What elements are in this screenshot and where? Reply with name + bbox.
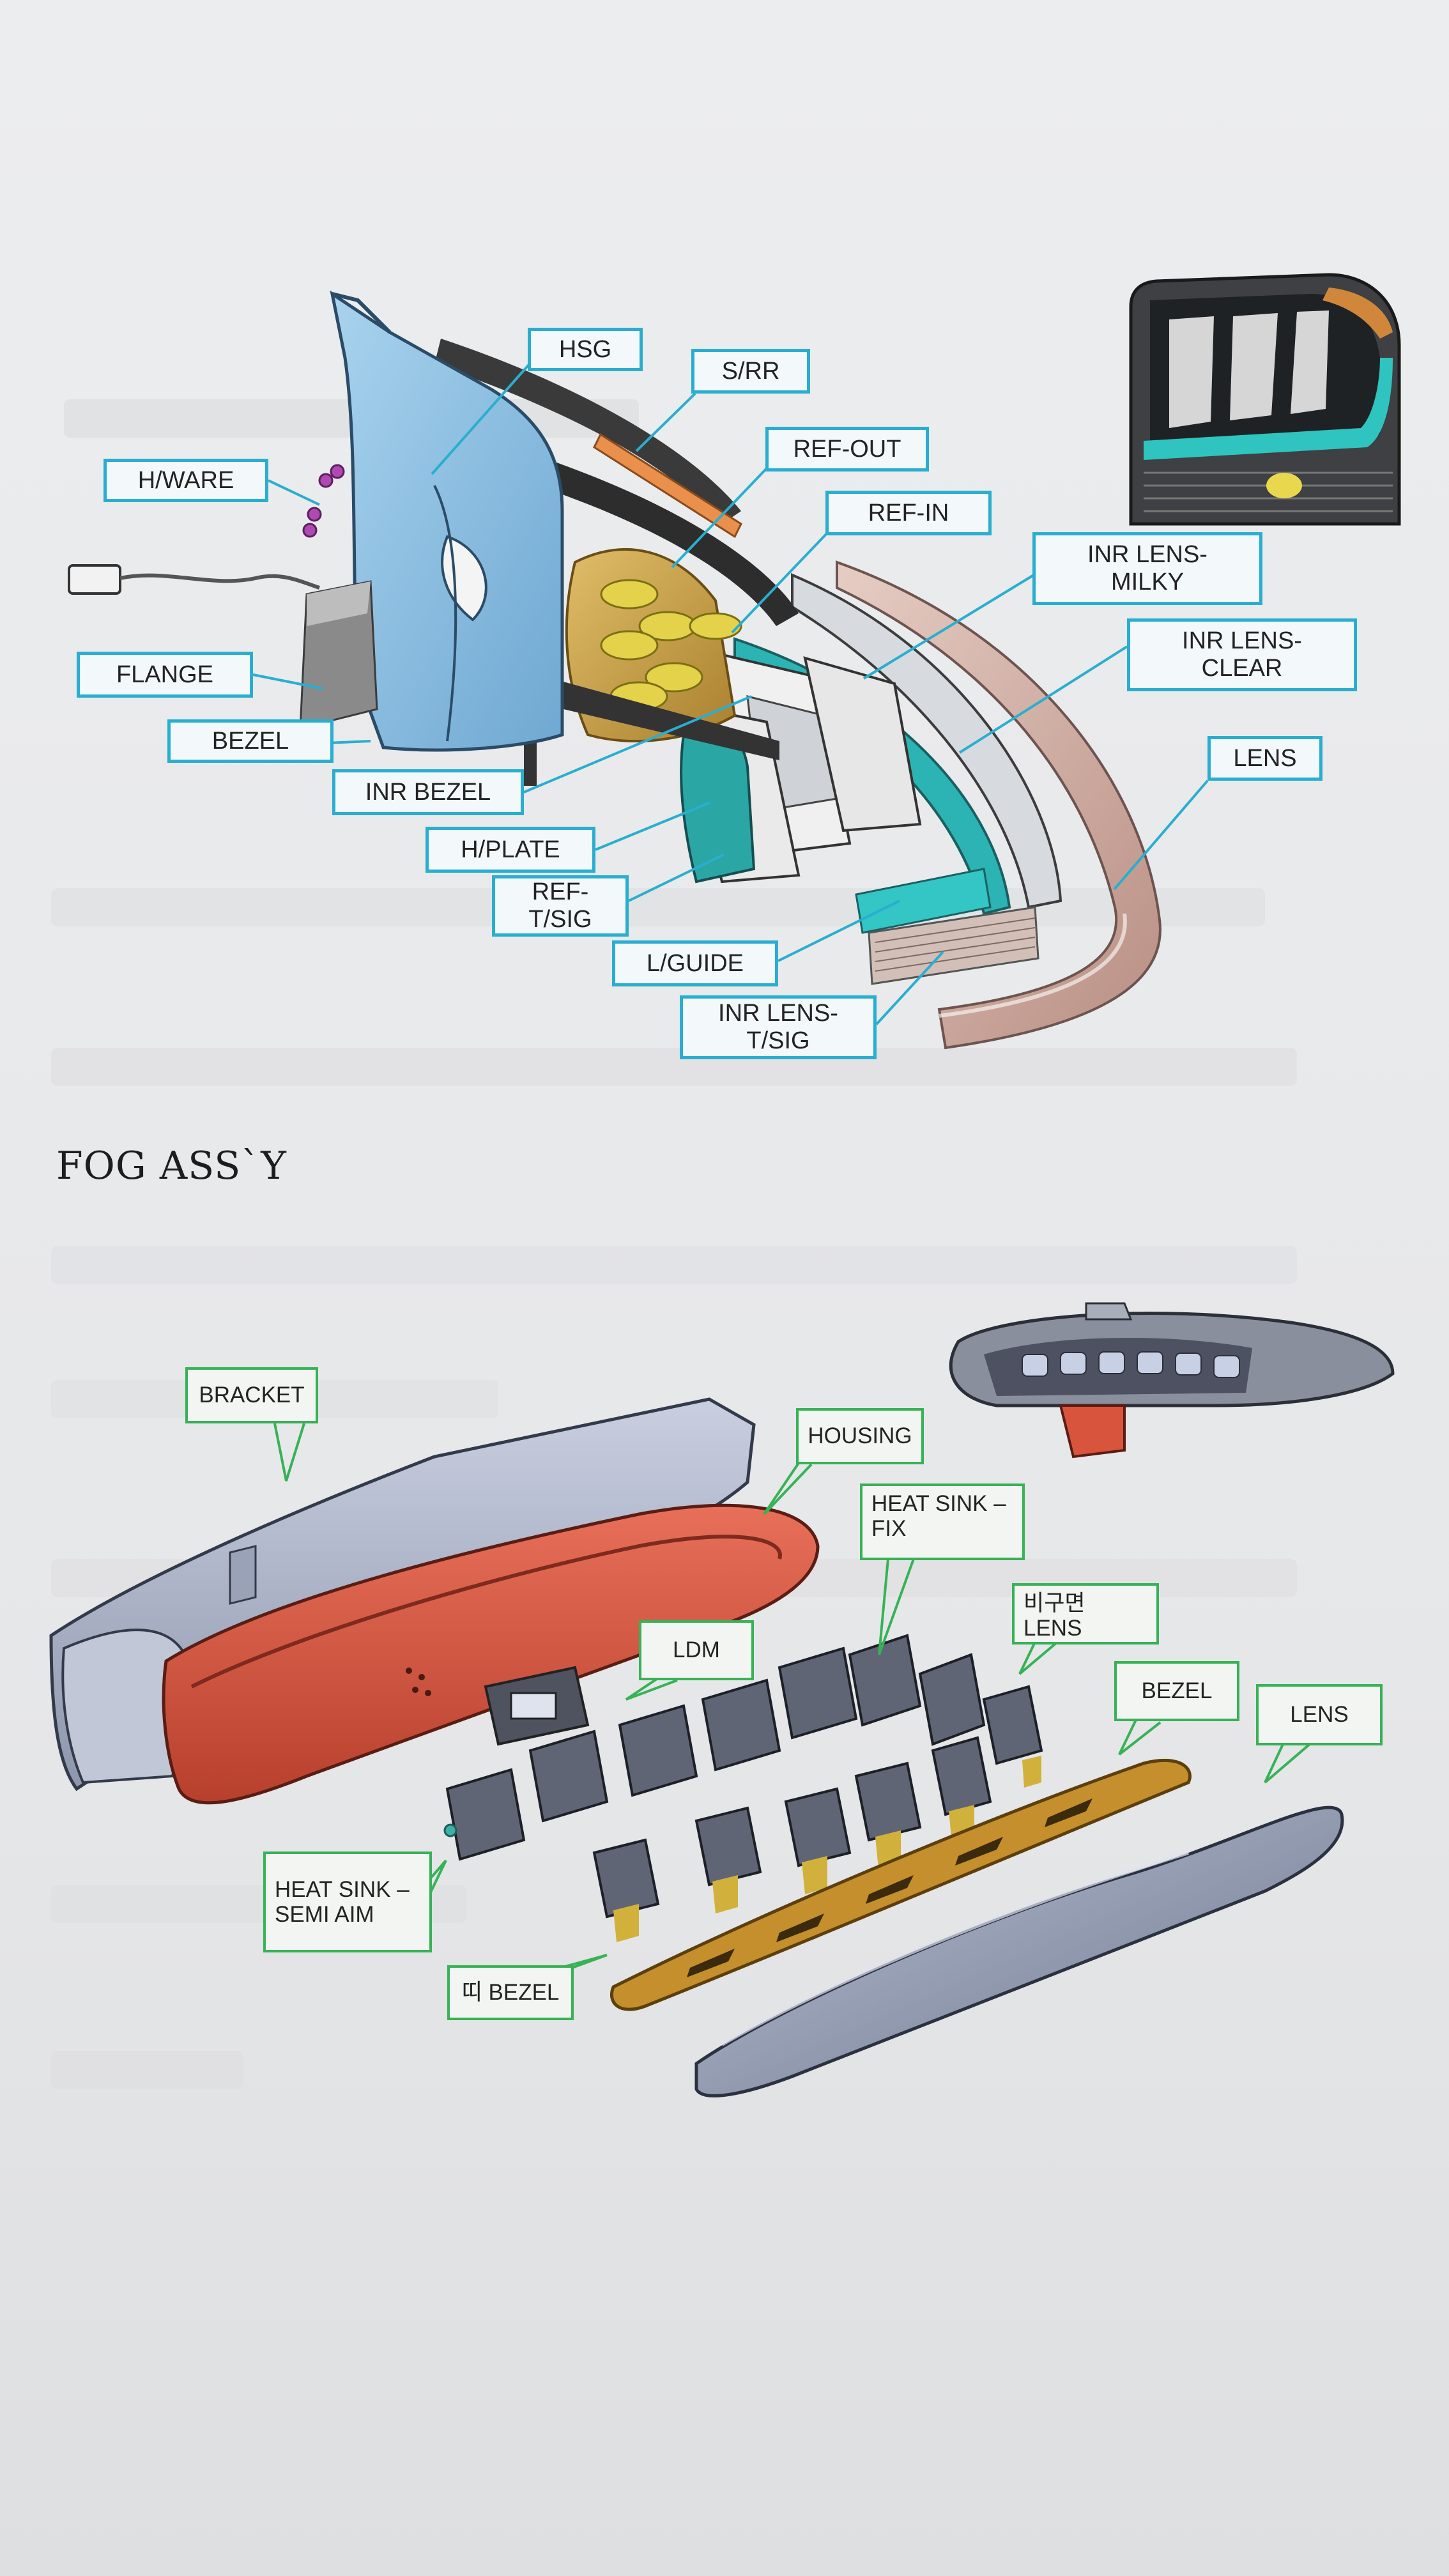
label-lens-text: LENS [1233,744,1297,772]
label-bezel: BEZEL [167,719,334,763]
label-hsg-text: HSG [558,335,612,363]
label-aspheric-lens-line1: 비구면 [1023,1591,1085,1616]
label-flange: FLANGE [77,652,253,698]
label-heat-sink-fix: HEAT SINK – FIX [860,1483,1025,1560]
label-lens-fog: LENS [1256,1684,1383,1745]
label-inr-lens-t-sig: INR LENS- T/SIG [680,995,877,1059]
label-ref-in-text: REF-IN [868,499,949,526]
fog-lamp-exploded-view [49,1397,1344,2097]
label-s-rr: S/RR [691,349,810,394]
label-housing: HOUSING [796,1408,924,1464]
label-ref-t-sig-line1: REF- [532,878,589,906]
label-l-guide-text: L/GUIDE [646,949,744,977]
label-inr-bezel-text: INR BEZEL [365,778,491,806]
label-inr-lens-t-sig-line1: INR LENS- [718,1000,838,1027]
label-inr-lens-t-sig-line2: T/SIG [746,1027,810,1054]
fog-lamp-inset-thumbnail [949,1302,1395,1459]
label-ddi-bezel: 띠 BEZEL [447,1965,574,2020]
fog-assy-title: FOG ASS`Y [56,1144,287,1188]
label-ref-t-sig: REF- T/SIG [492,875,629,937]
label-bracket-text: BRACKET [199,1383,305,1408]
label-inr-lens-milky-line1: INR LENS- [1087,541,1208,569]
tail-leader-lines [252,360,1209,1025]
label-lens: LENS [1208,736,1322,781]
tail-lamp-inset-thumbnail [1129,273,1401,526]
label-bracket: BRACKET [185,1367,318,1423]
label-hsg: HSG [528,328,643,371]
label-inr-lens-clear-line2: CLEAR [1201,655,1283,682]
label-inr-lens-clear-line1: INR LENS- [1182,627,1302,655]
label-ref-in: REF-IN [825,491,992,535]
label-bezel-text: BEZEL [211,727,289,755]
label-ldm-text: LDM [673,1637,720,1663]
label-ref-out: REF-OUT [765,427,929,471]
label-heat-sink-semi-aim-line1: HEAT SINK – [275,1876,410,1902]
label-inr-lens-clear: INR LENS- CLEAR [1127,618,1357,691]
label-ldm: LDM [639,1620,754,1680]
label-ref-t-sig-line2: T/SIG [528,906,592,933]
label-ddi-bezel-text: 띠 BEZEL [461,1980,560,2005]
label-h-plate: H/PLATE [425,827,595,873]
label-inr-lens-milky: INR LENS- MILKY [1032,532,1262,605]
label-heat-sink-semi-aim-line2: SEMI AIM [275,1902,374,1927]
label-s-rr-text: S/RR [721,357,780,385]
label-heat-sink-fix-line2: FIX [871,1516,907,1542]
tail-lamp-exploded-view [68,290,1162,1050]
label-aspheric-lens-line2: LENS [1023,1616,1082,1641]
label-lens-fog-text: LENS [1290,1702,1349,1728]
label-housing-text: HOUSING [808,1423,912,1449]
label-aspheric-lens: 비구면 LENS [1012,1583,1159,1644]
label-inr-lens-milky-line2: MILKY [1110,569,1184,595]
label-l-guide: L/GUIDE [612,940,778,986]
fog-leader-lines [273,1423,1311,1970]
label-ref-out-text: REF-OUT [793,435,901,463]
label-inr-bezel: INR BEZEL [332,769,524,815]
label-flange-text: FLANGE [116,661,214,688]
label-heat-sink-semi-aim: HEAT SINK – SEMI AIM [263,1851,432,1952]
label-h-ware-text: H/WARE [137,466,234,494]
label-heat-sink-fix-line1: HEAT SINK – [871,1491,1006,1516]
label-h-plate-text: H/PLATE [461,836,560,863]
label-bezel-fog-text: BEZEL [1141,1678,1213,1704]
label-bezel-fog: BEZEL [1114,1661,1239,1721]
label-h-ware: H/WARE [103,459,268,502]
